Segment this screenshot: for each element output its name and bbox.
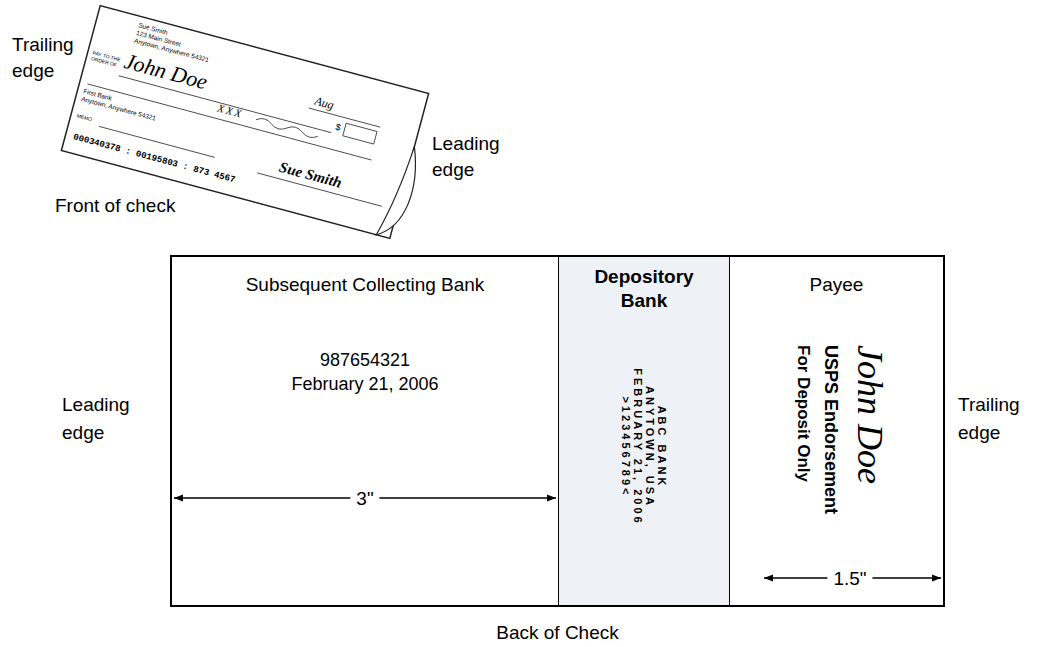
- amount-box: [343, 123, 377, 144]
- view-caption: Back of Check: [172, 621, 943, 644]
- pay-line: [119, 76, 332, 133]
- edge-label: Trailing edge: [12, 32, 92, 84]
- check-back: Subsequent Collecting Bank 987654321Febru…: [170, 255, 945, 607]
- stamp-line: ANYTOWN, USA: [644, 368, 656, 525]
- stamp-line: >123456789<: [620, 368, 632, 525]
- pay-to-caption: PAY TO THE ORDER OF: [91, 49, 123, 68]
- zone-heading: Payee: [730, 273, 943, 296]
- endorsement-line: For Deposit Only: [789, 345, 817, 514]
- stamp-line: FEBRUARY 21, 2006: [632, 368, 644, 525]
- routing-number: 987654321: [172, 349, 558, 371]
- endorsement-line: USPS Endorsement: [817, 345, 845, 514]
- edge-label: Trailing edge: [958, 391, 1038, 447]
- date-line: [309, 108, 380, 127]
- dimension-label: 3": [350, 487, 379, 510]
- signature: Sue Smith: [277, 158, 343, 192]
- zone-heading: Depository Bank: [559, 265, 729, 313]
- edge-label: Leading edge: [432, 131, 512, 183]
- endorsement-zone: Subsequent Collecting Bank 987654321Febru…: [172, 257, 558, 605]
- amount-flourish: [255, 117, 318, 139]
- zone-heading: Subsequent Collecting Bank: [172, 273, 558, 296]
- micr-line: 000340378 : 00195803 : 873 4567: [72, 132, 237, 186]
- dimension-label: 1.5": [827, 567, 872, 590]
- edge-label: Leading edge: [62, 391, 152, 447]
- stamp-line: ABC BANK: [656, 368, 668, 525]
- date-handwriting: Aug: [313, 94, 335, 113]
- amount-words: XXX: [216, 102, 245, 121]
- check-curl: [376, 143, 423, 241]
- dollar-sign: $: [334, 122, 342, 134]
- stamp-date: February 21, 2006: [172, 373, 558, 395]
- bank-stamp: ABC BANKANYTOWN, USAFEBRUARY 21, 2006>12…: [620, 368, 668, 525]
- view-caption: Front of check: [55, 194, 175, 217]
- payee-signature: John Doe: [845, 345, 895, 514]
- endorsement-zone: PayeeJohn DoeUSPS EndorsementFor Deposit…: [730, 257, 943, 605]
- endorsement-zone: Depository BankABC BANKANYTOWN, USAFEBRU…: [558, 257, 730, 605]
- payee-endorsement: John DoeUSPS EndorsementFor Deposit Only: [789, 345, 895, 514]
- memo-caption: MEMO: [76, 112, 93, 122]
